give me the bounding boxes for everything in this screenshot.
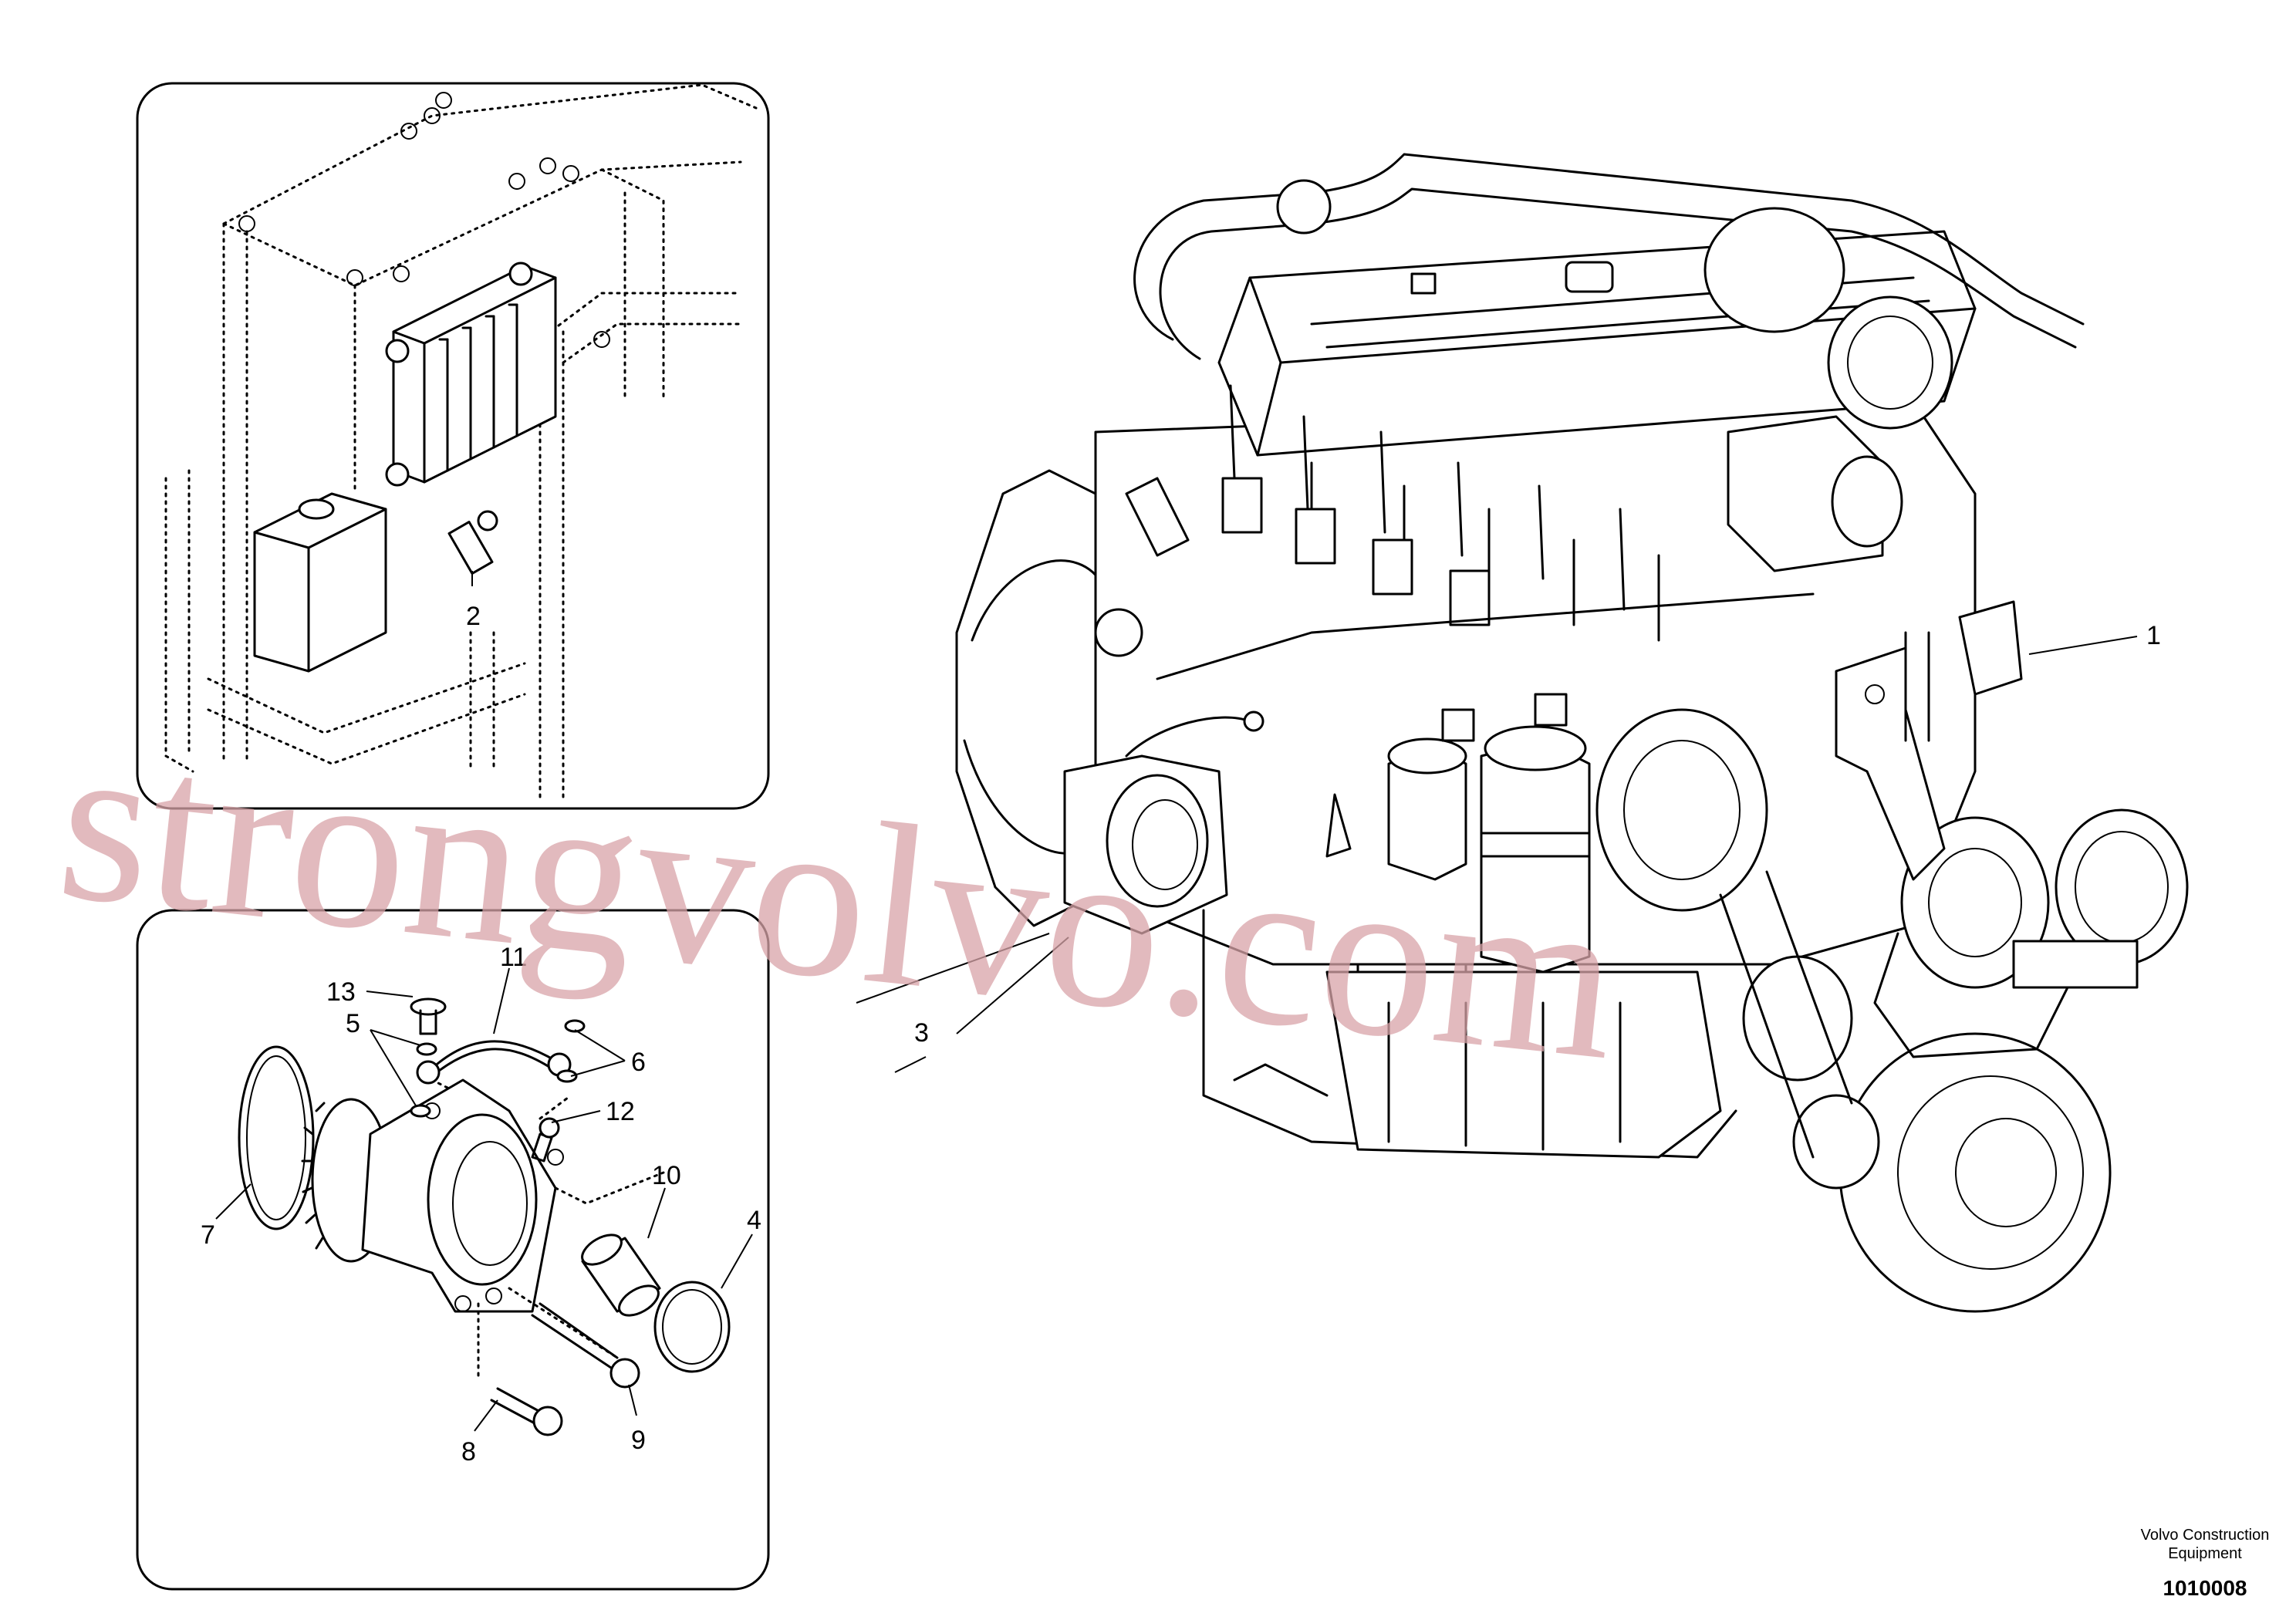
bolt-9 bbox=[531, 1302, 619, 1371]
engine-callout-leaders bbox=[856, 636, 2138, 1073]
callout-3: 3 bbox=[914, 1018, 929, 1048]
oil-pan bbox=[1325, 970, 1722, 1159]
fuel-filters bbox=[1387, 693, 1591, 974]
callout-12: 12 bbox=[606, 1097, 635, 1126]
control-unit-detail-panel bbox=[136, 82, 770, 810]
callout-8: 8 bbox=[461, 1437, 476, 1466]
callout-10: 10 bbox=[652, 1161, 681, 1190]
callout-1: 1 bbox=[2146, 621, 2161, 650]
engine-assembly bbox=[955, 153, 2189, 1313]
o-ring-4 bbox=[653, 1281, 731, 1373]
callout-7: 7 bbox=[201, 1220, 215, 1250]
pump-callout-leaders bbox=[215, 967, 753, 1432]
company-line-2: Equipment bbox=[2168, 1545, 2242, 1562]
bolt-8 bbox=[490, 1387, 542, 1425]
sensor-cable-11 bbox=[430, 1040, 557, 1070]
callout-6: 6 bbox=[631, 1048, 646, 1077]
drawing-number: 1010008 bbox=[2163, 1576, 2247, 1600]
callout-11: 11 bbox=[500, 943, 527, 972]
callout-13: 13 bbox=[326, 977, 356, 1007]
pump-detail-panel bbox=[136, 909, 770, 1591]
company-line-1: Volvo Construction bbox=[2141, 1527, 2270, 1544]
callout-9: 9 bbox=[631, 1426, 646, 1455]
callout-4: 4 bbox=[747, 1206, 761, 1235]
turbocharger bbox=[1703, 207, 1953, 572]
callout-2: 2 bbox=[466, 602, 481, 631]
callout-5: 5 bbox=[346, 1009, 360, 1038]
front-pulleys bbox=[1595, 708, 2189, 1313]
o-ring-7 bbox=[238, 1045, 315, 1230]
